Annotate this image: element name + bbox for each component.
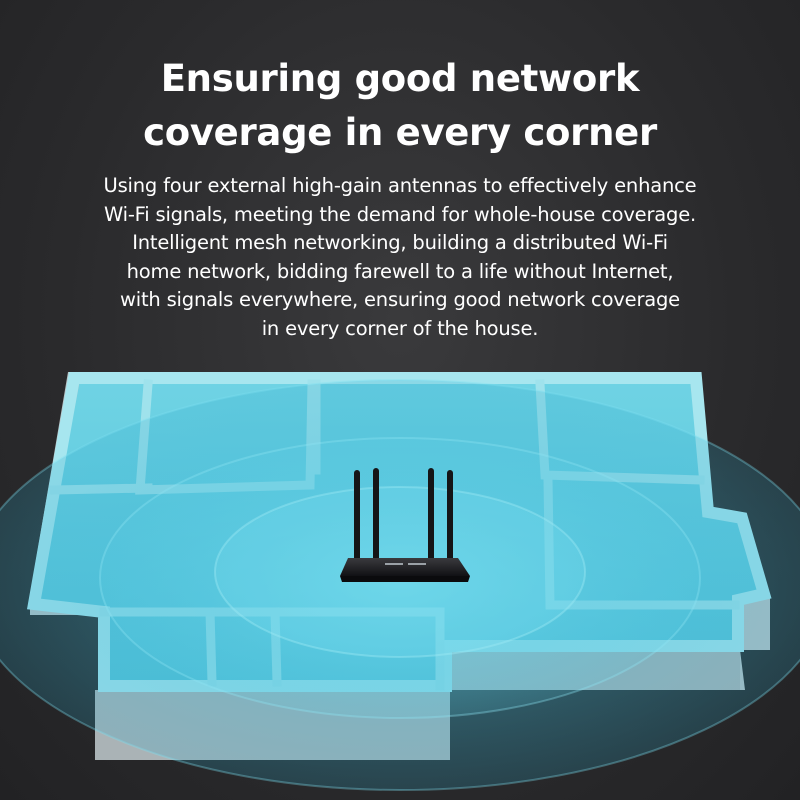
description-line-2: Wi-Fi signals, meeting the demand for wh… bbox=[103, 202, 697, 226]
headline-line-1: Ensuring good network bbox=[160, 57, 640, 100]
description-line-4: home network, bidding farewell to a life… bbox=[126, 259, 674, 283]
headline-line-2: coverage in every corner bbox=[143, 111, 657, 154]
description-line-1: Using four external high-gain antennas t… bbox=[103, 174, 697, 197]
headline: Ensuring good network coverage in every … bbox=[0, 52, 800, 160]
router-icon bbox=[340, 468, 470, 582]
antenna-icon bbox=[354, 468, 453, 568]
description: Using four external high-gain antennas t… bbox=[20, 172, 780, 343]
description-line-6: in every corner of the house. bbox=[261, 316, 539, 340]
description-line-5: with signals everywhere, ensuring good n… bbox=[120, 288, 680, 311]
wifi-signal-coverage bbox=[0, 379, 800, 791]
description-line-3: Intelligent mesh networking, building a … bbox=[132, 231, 668, 254]
